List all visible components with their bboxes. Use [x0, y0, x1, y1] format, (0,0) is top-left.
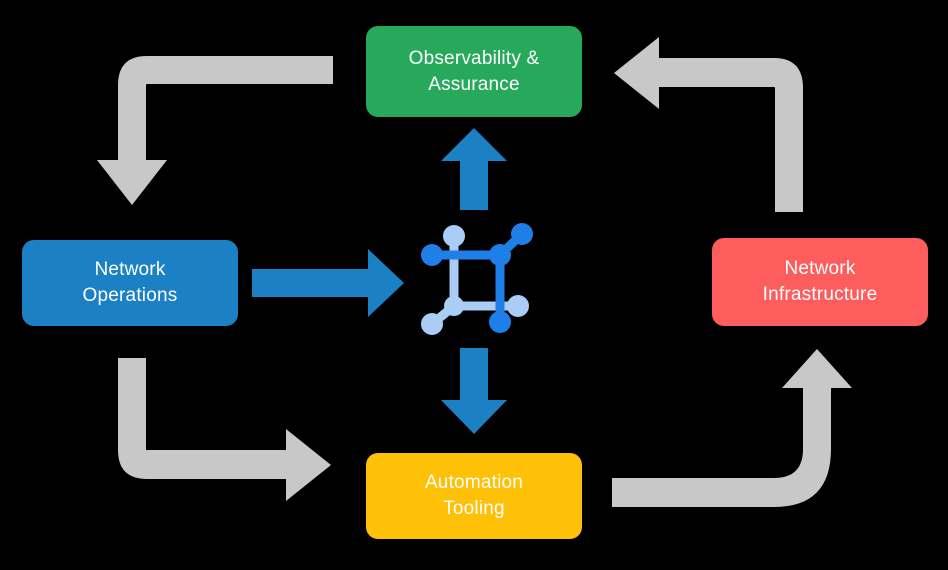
arrow-observability-to-operations	[97, 56, 333, 205]
arrow-center-to-observability	[441, 128, 507, 210]
box-network-operations[interactable]: Network Operations	[22, 240, 238, 326]
network-topology-icon	[421, 223, 533, 335]
arrow-infrastructure-to-observability	[614, 37, 803, 212]
arrow-operations-to-center	[252, 249, 404, 317]
box-network-operations-label: Network Operations	[82, 259, 178, 306]
box-network-infrastructure[interactable]: Network Infrastructure	[712, 238, 928, 326]
arrow-center-to-automation	[441, 348, 507, 434]
box-automation-tooling-label: Automation Tooling	[424, 472, 524, 519]
icon-nodes-secondary	[421, 225, 529, 335]
box-observability-assurance[interactable]: Observability & Assurance	[366, 26, 582, 117]
box-network-infrastructure-label: Network Infrastructure	[762, 258, 878, 305]
box-automation-tooling[interactable]: Automation Tooling	[366, 453, 582, 539]
icon-nodes-primary	[421, 223, 533, 333]
arrow-operations-to-automation	[118, 358, 331, 501]
box-observability-label: Observability & Assurance	[408, 47, 540, 95]
arrow-automation-to-infrastructure	[612, 349, 852, 507]
